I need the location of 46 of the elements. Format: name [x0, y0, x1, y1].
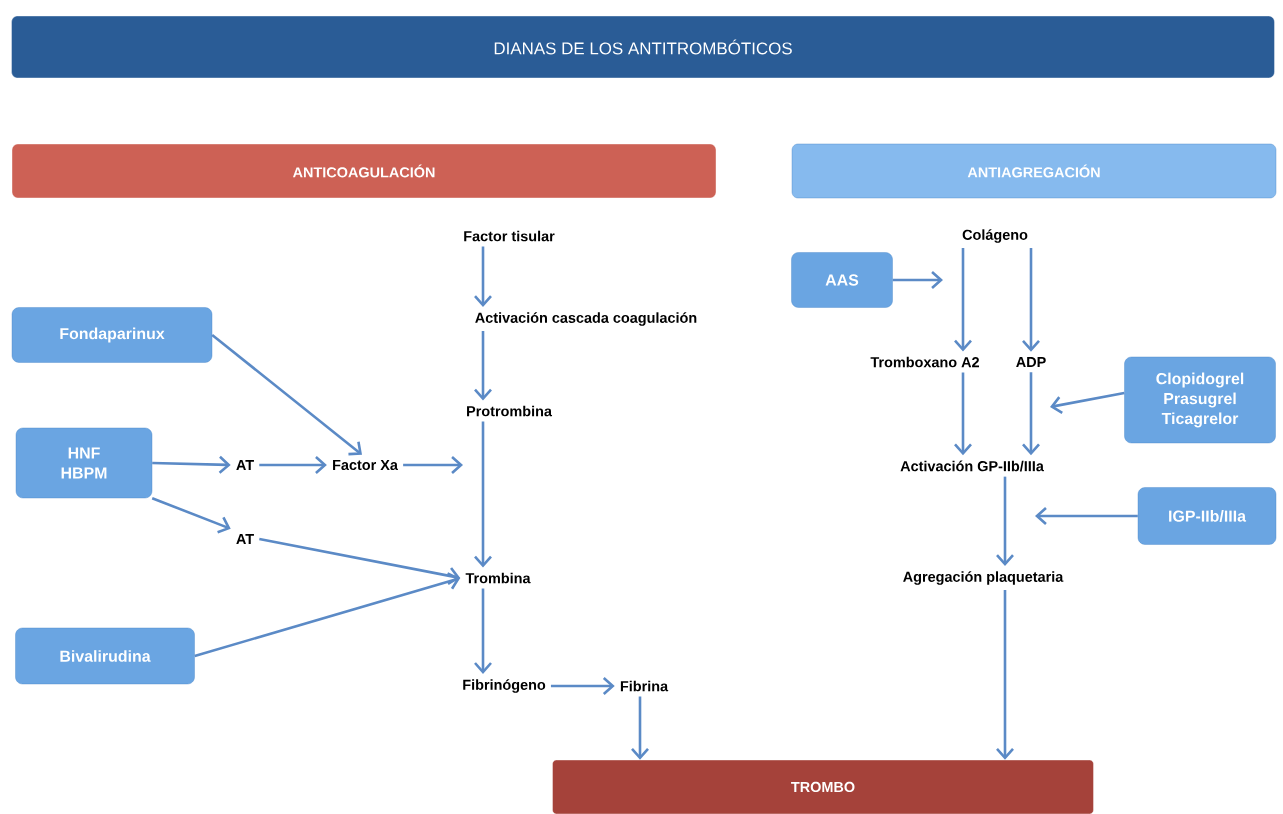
drug-box: IGP-IIb/IIIa	[1137, 487, 1277, 545]
step-label: Agregación plaquetaria	[903, 571, 1064, 585]
title-banner: DIANAS DE LOS ANTITROMBÓTICOS	[11, 15, 1275, 79]
section-band: ANTICOAGULACIÓN	[11, 143, 717, 199]
arrow	[1022, 248, 1040, 352]
drug-box: Bivalirudina	[15, 627, 195, 685]
arrow	[892, 271, 943, 289]
step-label: ADP	[1016, 357, 1046, 367]
arrow	[954, 248, 972, 352]
step-label: AT	[236, 460, 254, 470]
arrow	[259, 456, 327, 474]
drug-box: Fondaparinux	[11, 307, 213, 363]
arrow	[259, 537, 461, 585]
arrow	[474, 331, 492, 401]
step-label: Fibrinógeno	[463, 679, 546, 693]
arrow	[996, 476, 1014, 566]
arrow	[631, 696, 649, 760]
step-label: Tromboxano A2	[870, 356, 979, 368]
arrow	[194, 572, 461, 658]
arrow	[151, 497, 231, 534]
arrow	[152, 455, 231, 474]
arrow	[550, 677, 615, 695]
arrow	[1050, 391, 1125, 414]
step-label: Fibrina	[620, 680, 669, 692]
arrow	[403, 456, 463, 474]
arrow	[474, 421, 492, 568]
drug-box: Clopidogrel Prasugrel Ticagrelor	[1124, 356, 1276, 444]
arrow	[1035, 507, 1138, 525]
arrow	[996, 590, 1014, 760]
drug-box: AAS	[791, 252, 893, 308]
step-label: Activación GP-IIb/IIIa	[900, 460, 1044, 472]
arrow	[954, 372, 972, 456]
arrow	[474, 588, 492, 674]
step-label: Colágeno	[962, 229, 1028, 243]
arrow	[211, 334, 362, 456]
step-label: Activación cascada coagulación	[475, 312, 697, 326]
arrow	[474, 246, 492, 307]
step-label: Trombina	[465, 572, 531, 584]
step-label: AT	[236, 534, 254, 544]
arrow	[1022, 372, 1040, 456]
step-label: Factor tisular	[464, 230, 555, 242]
drug-box: HNF HBPM	[15, 427, 153, 499]
result-band: TROMBO	[552, 759, 1094, 814]
section-band: ANTIAGREGACIÓN	[791, 143, 1277, 199]
step-label: Protrombina	[467, 405, 553, 417]
step-label: Factor Xa	[333, 459, 398, 471]
